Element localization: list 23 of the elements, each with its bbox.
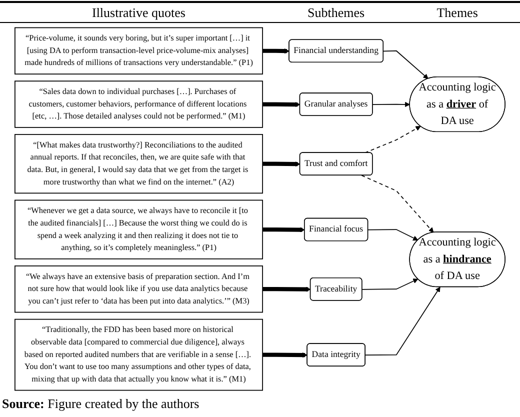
node-box: “Traditionally, the FDD has been based more on historical observable data [compared to commercial due diligence], always based on reported audited numbers that are verifiable in a sense […]. You don’t want to use too many assumptions and other types of data, mixing that up with data that actually you know what it is.” (M1) bbox=[14, 318, 263, 391]
arrow bbox=[364, 286, 440, 356]
node-box: “[What makes data trustworthy?] Reconciliations to the audited annual reports. If that reconciles, then, we are quite safe with that data. But, in general, I would say data that we get from the target is more trustworthy than what we find on the internet.” (A2) bbox=[14, 134, 263, 194]
node-box: “Whenever we get a data source, we always have to reconcile it [to the audited financials] […] Because the worst thing we could do is spend a week analyzing it and then realizing it does not tie to anything, so it’s completely meaningless.” (P1) bbox=[14, 200, 263, 260]
arrow bbox=[262, 48, 290, 54]
arrow bbox=[262, 352, 308, 358]
arrow bbox=[364, 126, 421, 154]
node-box: “We always have an extensive basis of preparation section. And I’m not sure how that would look like if you use data analytics because you can’t just refer to ‘data has been put into data analytics.’” (M3) bbox=[14, 265, 263, 313]
column-header: Subthemes bbox=[308, 5, 365, 21]
caption: Source: Figure created by the authors bbox=[1, 395, 200, 413]
arrow bbox=[262, 161, 300, 167]
arrow bbox=[368, 229, 418, 240]
node-box: “Price-volume, it sounds very boring, but it’s super important […] it [using DA to perform transaction-level price-volume-mix analyses] made hundreds of millions of transactions very understandable.” (P1) bbox=[14, 27, 263, 74]
arrow bbox=[262, 102, 300, 108]
column-header: Illustrative quotes bbox=[92, 5, 186, 21]
arrow bbox=[362, 278, 418, 290]
column-header: Themes bbox=[436, 5, 478, 21]
arrow bbox=[262, 227, 305, 232]
arrow bbox=[372, 102, 410, 108]
arrow bbox=[361, 174, 434, 233]
arrow bbox=[383, 50, 428, 79]
arrow bbox=[262, 286, 311, 292]
node-box: “Sales data down to individual purchases […]. Purchases of customers, customer behaviors, performance of different locations [etc, …]. Those detailed analyses could not be performed.” (M1) bbox=[14, 80, 263, 128]
